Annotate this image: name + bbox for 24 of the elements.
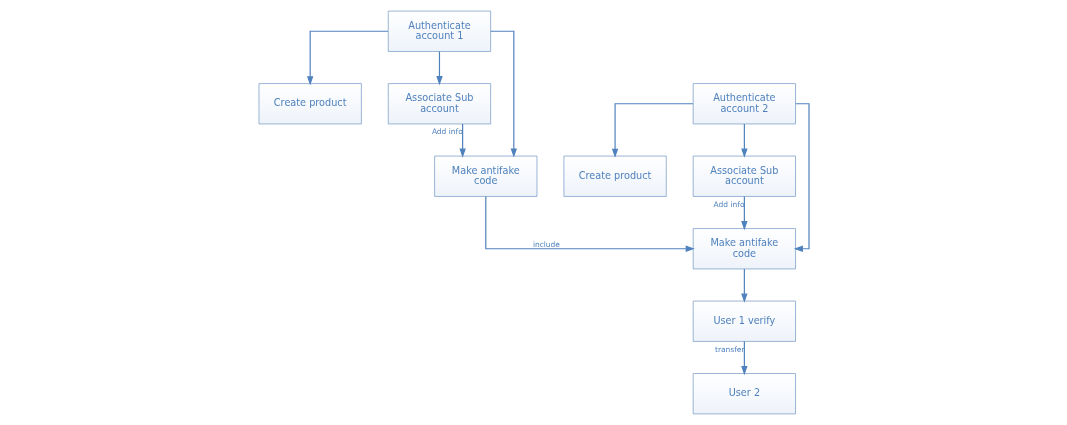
arrow [611, 103, 693, 158]
arrow [306, 30, 389, 86]
node-box: Make antifake code [692, 228, 796, 270]
arrow [740, 268, 748, 303]
node-box: Create product [563, 155, 667, 197]
edge-label: include [532, 239, 560, 249]
arrow [740, 195, 748, 231]
node-box: Authenticate account 1 [387, 10, 491, 52]
arrow [435, 50, 443, 86]
arrow [458, 123, 466, 158]
node-box: Authenticate account 2 [692, 83, 796, 125]
edge-label: transfer [714, 344, 745, 354]
node-box: Make antifake code [433, 155, 537, 197]
arrow [489, 30, 517, 158]
edge-label: Add info [431, 127, 463, 137]
node-box: Create product [258, 83, 362, 125]
node-box: Associate Sub account [692, 155, 796, 197]
node-box: User 2 [692, 373, 796, 415]
arrow [740, 123, 748, 158]
node-box: Associate Sub account [387, 83, 491, 125]
arrow [740, 340, 748, 376]
edge-label: Add info [713, 199, 744, 209]
arrow [484, 195, 695, 252]
node-box: User 1 verify [692, 300, 796, 342]
